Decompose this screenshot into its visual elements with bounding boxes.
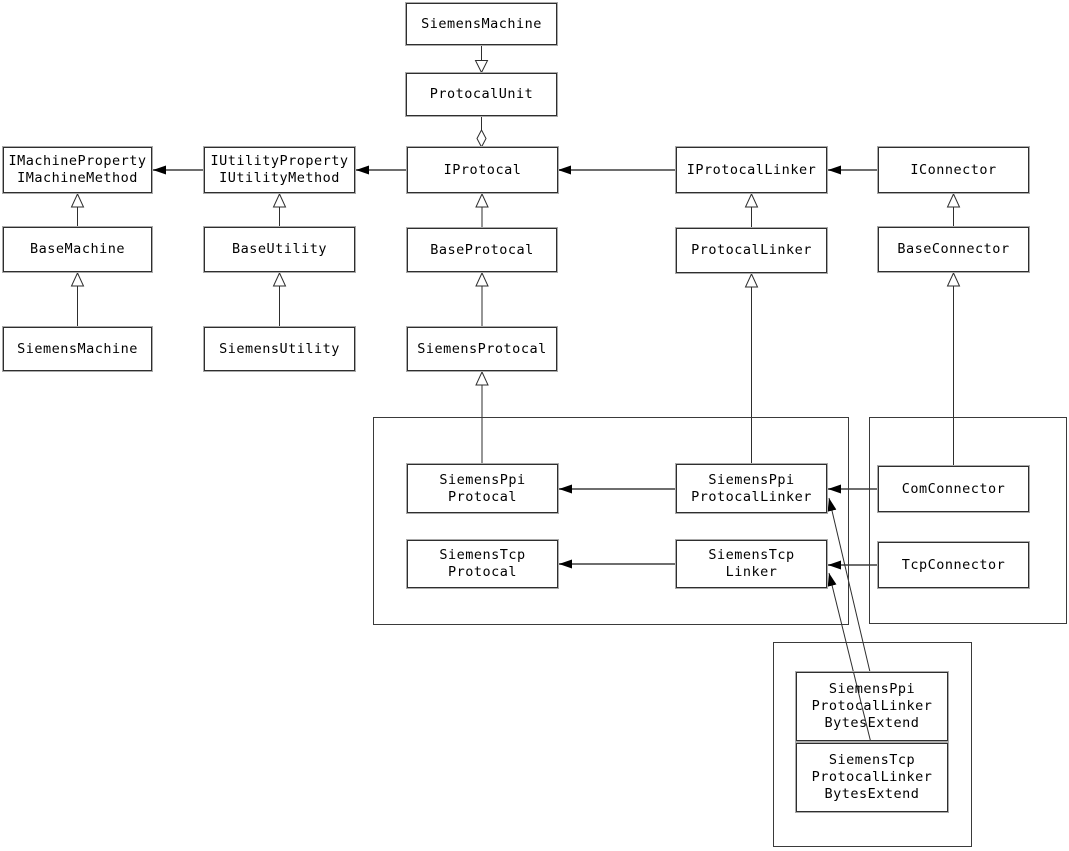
class-label: SiemensMachine [17, 340, 138, 357]
edge-ppibytesextend-ppilinker [827, 497, 871, 673]
class-box-siemens-ppi-protocal-linker-bytes-extend[interactable]: SiemensPpi ProtocalLinker BytesExtend [796, 672, 948, 741]
class-label: BaseUtility [232, 241, 327, 257]
class-box-siemens-ppi-protocal[interactable]: SiemensPpi Protocal [407, 464, 558, 513]
class-box-com-connector[interactable]: ComConnector [878, 466, 1029, 512]
class-label: SiemensMachine [421, 15, 542, 32]
edge-protocalunit-iprotocal [476, 116, 487, 149]
edge-protocallinker-iprotocallinker [744, 192, 759, 228]
class-label: SiemensProtocal [417, 340, 547, 357]
class-box-siemens-tcp-protocal[interactable]: SiemensTcp Protocal [407, 540, 558, 588]
class-label: SiemensPpi ProtocalLinker BytesExtend [811, 681, 933, 731]
class-box-iconnector[interactable]: IConnector [878, 147, 1029, 193]
class-box-siemens-tcp-linker[interactable]: SiemensTcp Linker [676, 540, 827, 588]
edge-siemensppiprotocal-siemensprotocal [475, 370, 489, 464]
class-box-base-connector[interactable]: BaseConnector [878, 227, 1029, 272]
class-box-siemens-tcp-protocal-linker-bytes-extend[interactable]: SiemensTcp ProtocalLinker BytesExtend [796, 743, 948, 812]
edge-siemensppiprotocallinker-protocallinker [744, 272, 759, 464]
class-box-siemens-utility[interactable]: SiemensUtility [204, 327, 355, 371]
group-box-connectors[interactable] [869, 417, 1067, 624]
class-box-tcp-connector[interactable]: TcpConnector [878, 542, 1029, 588]
class-label: ProtocalUnit [429, 86, 534, 102]
class-box-imachine-property-method[interactable]: IMachineProperty IMachineMethod [3, 147, 152, 193]
class-label: IMachineProperty IMachineMethod [8, 153, 147, 186]
edge-siemensprotocal-baseprotocal [475, 271, 489, 327]
class-label: SiemensUtility [219, 340, 340, 357]
edge-baseconnector-iconnector [946, 192, 961, 227]
edge-siemensmachine-protocalunit [474, 45, 489, 74]
class-label: SiemensTcp ProtocalLinker BytesExtend [811, 752, 933, 802]
class-box-siemens-ppi-protocal-linker[interactable]: SiemensPpi ProtocalLinker [676, 464, 827, 513]
class-label: BaseConnector [897, 241, 1010, 257]
edge-baseprotocal-iprotocal [475, 192, 489, 228]
class-box-siemens-machine[interactable]: SiemensMachine [3, 327, 152, 371]
class-box-siemens-machine-top[interactable]: SiemensMachine [406, 3, 557, 45]
class-box-iprotocal-linker[interactable]: IProtocalLinker [676, 147, 827, 193]
class-label: BaseProtocal [430, 241, 534, 258]
class-label: SiemensTcp Linker [708, 547, 795, 580]
class-box-iprotocal[interactable]: IProtocal [407, 147, 558, 193]
edge-siemensutility-baseutility [272, 271, 287, 327]
class-label: IProtocal [443, 161, 522, 178]
class-label: SiemensPpi Protocal [439, 471, 526, 505]
edge-siemensmachine-basemachine [70, 271, 85, 327]
class-box-protocal-linker[interactable]: ProtocalLinker [676, 228, 827, 273]
class-label: IConnector [910, 161, 997, 178]
class-label: ComConnector [901, 480, 1006, 497]
edge-baseutility-iutility [272, 192, 287, 227]
class-label: SiemensTcp Protocal [439, 547, 526, 580]
class-label: BaseMachine [30, 241, 125, 257]
group-box-protocal-linker-pairs[interactable] [373, 417, 849, 625]
class-label: IUtilityProperty IUtilityMethod [210, 153, 349, 186]
class-label: TcpConnector [901, 556, 1006, 573]
class-box-protocal-unit[interactable]: ProtocalUnit [406, 73, 557, 116]
class-box-base-machine[interactable]: BaseMachine [3, 227, 152, 272]
edge-tcpbytesextend-tcplinker [827, 572, 872, 744]
class-box-base-protocal[interactable]: BaseProtocal [407, 228, 557, 272]
class-label: IProtocalLinker [686, 161, 817, 178]
edge-basemachine-imachine [70, 192, 85, 227]
group-box-bytes-extend[interactable] [773, 642, 972, 847]
class-box-iutility-property-method[interactable]: IUtilityProperty IUtilityMethod [204, 147, 355, 193]
class-box-base-utility[interactable]: BaseUtility [204, 227, 355, 272]
class-label: SiemensPpi ProtocalLinker [691, 471, 812, 505]
class-box-siemens-protocal[interactable]: SiemensProtocal [407, 327, 557, 371]
edge-comconnector-baseconnector [946, 271, 961, 466]
class-label: ProtocalLinker [691, 242, 812, 258]
